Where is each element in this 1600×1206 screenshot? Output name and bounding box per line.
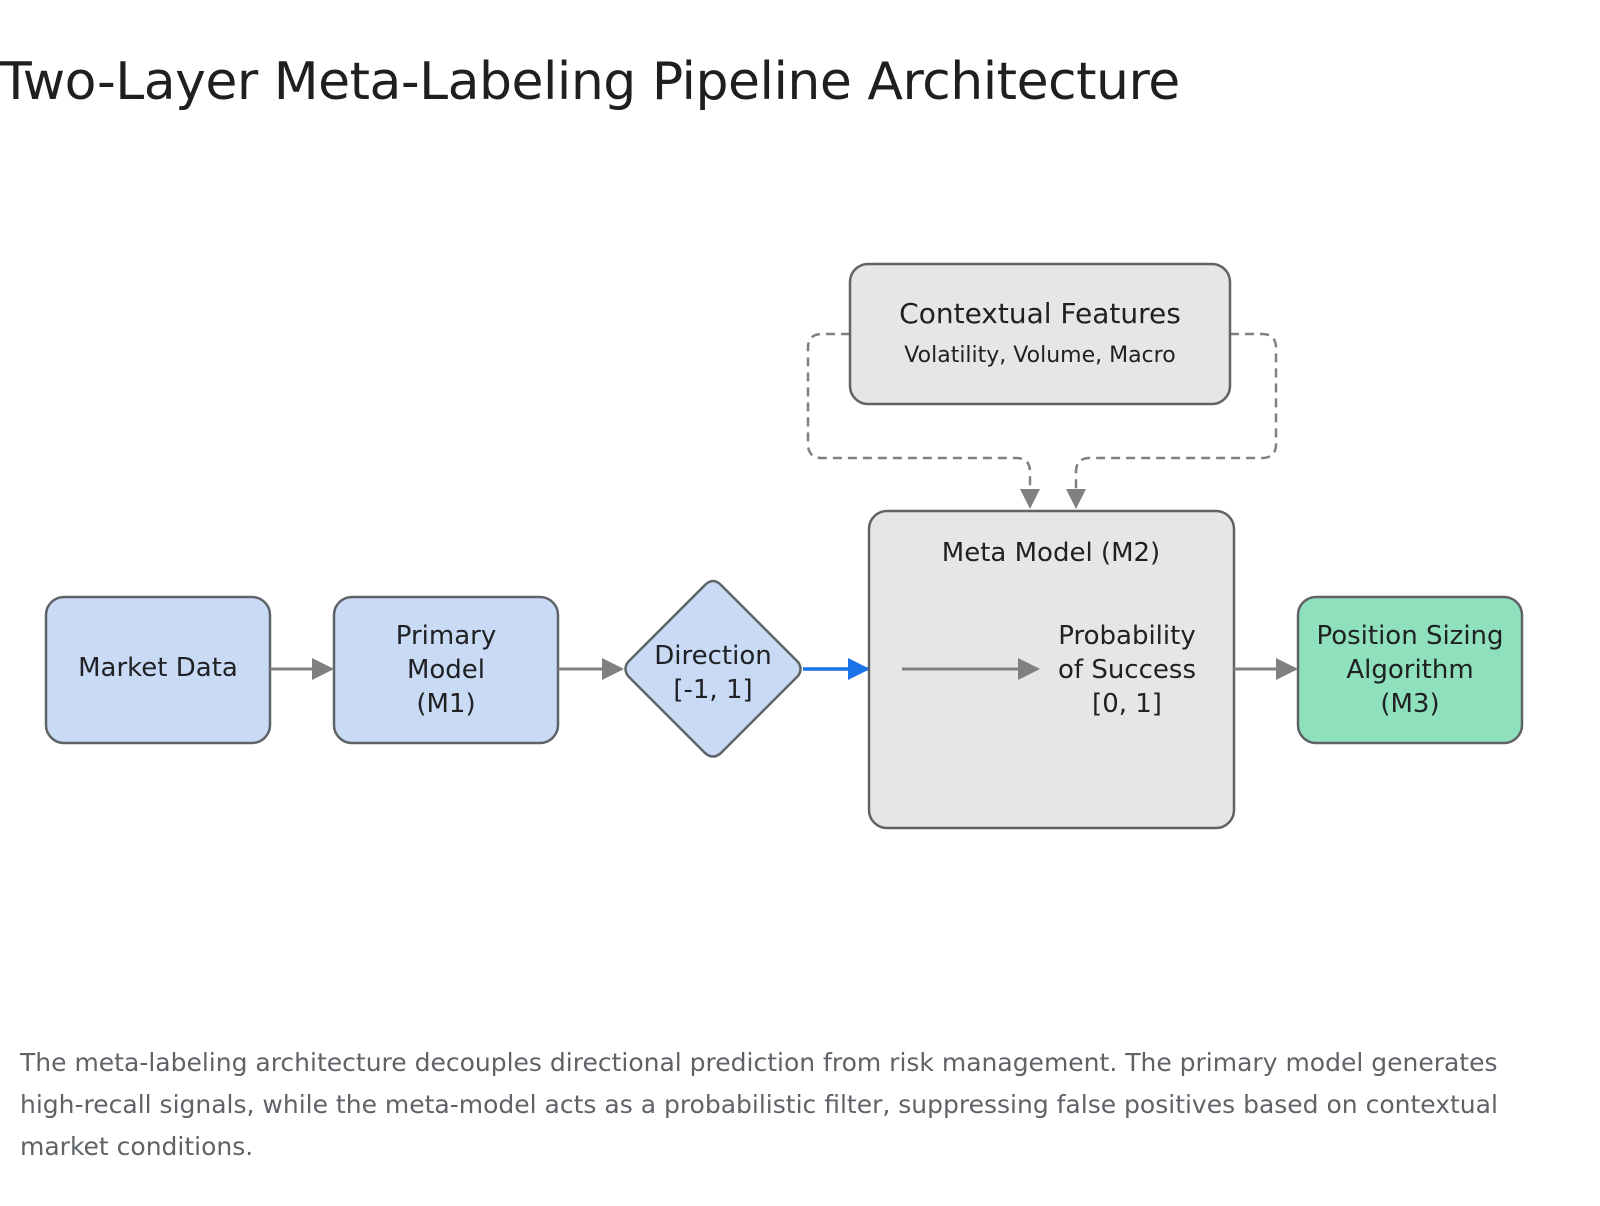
market-data-node: Market Data [44, 595, 272, 745]
dashed-connector-left-head [1020, 489, 1040, 509]
position-sizing-line3: (M3) [1380, 689, 1439, 719]
dashed-connector-right-head [1066, 489, 1086, 509]
contextual-features-node: Contextual Features Volatility, Volume, … [848, 262, 1232, 406]
position-sizing-line2: Algorithm [1346, 655, 1473, 685]
page-title: Two-Layer Meta-Labeling Pipeline Archite… [0, 52, 1180, 112]
primary-model-line2: Model [407, 655, 485, 685]
meta-model-node: Meta Model (M2) Probability of Success [… [867, 509, 1236, 830]
meta-model-line3: [0, 1] [1092, 689, 1162, 719]
pipeline-diagram: Contextual Features Volatility, Volume, … [44, 262, 1524, 830]
direction-line1: Direction [654, 641, 771, 671]
position-sizing-line1: Position Sizing [1316, 621, 1503, 651]
contextual-features-subtitle: Volatility, Volume, Macro [904, 343, 1175, 368]
dashed-connector-left [806, 332, 1032, 490]
direction-node: Direction [-1, 1] [624, 579, 802, 758]
direction-line2: [-1, 1] [673, 675, 752, 705]
primary-model-node: Primary Model (M1) [332, 595, 560, 745]
contextual-features-title: Contextual Features [899, 297, 1181, 330]
primary-model-line3: (M1) [416, 689, 475, 719]
meta-model-title: Meta Model (M2) [942, 538, 1160, 568]
figure-caption: The meta-labeling architecture decouples… [20, 1048, 1498, 1161]
primary-model-line1: Primary [396, 621, 496, 651]
meta-model-line1: Probability [1058, 621, 1195, 651]
meta-model-line2: of Success [1058, 655, 1196, 685]
position-sizing-node: Position Sizing Algorithm (M3) [1296, 595, 1524, 745]
market-data-label: Market Data [78, 653, 238, 683]
